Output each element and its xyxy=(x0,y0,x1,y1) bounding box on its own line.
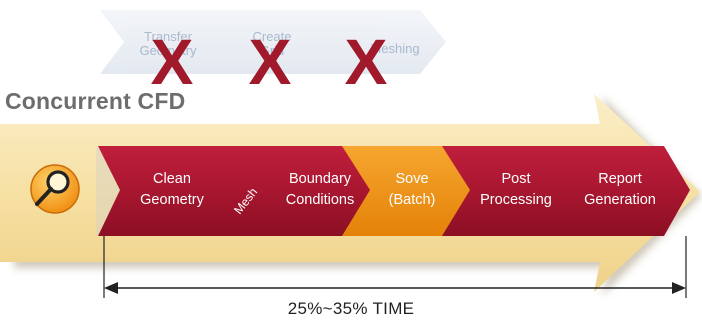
step-chevron-clean-geometry xyxy=(98,146,240,236)
step-label-post-processing: Post Processing xyxy=(480,171,552,208)
x-marker-3: X xyxy=(345,26,388,98)
time-span-indicator xyxy=(103,236,687,298)
step-label-report-generation: Report Generation xyxy=(584,171,656,208)
x-marker-2: X xyxy=(249,26,292,98)
x-marker-overlay-2: X xyxy=(249,26,292,98)
x-marker-1: X xyxy=(151,26,194,98)
time-span-label: 25%~35% TIME xyxy=(287,299,415,318)
step-label-clean-geometry: Clean Geometry xyxy=(140,171,204,208)
x-marker-overlay-3: X xyxy=(345,26,388,98)
top-step-label-2: Create Grid xyxy=(252,29,292,58)
top-step-label-3: Meshing xyxy=(370,41,420,56)
step-chevrons xyxy=(98,146,690,236)
step-chevron-solve-batch xyxy=(342,146,474,236)
magnifier-icon xyxy=(30,164,80,214)
diagram-title: Concurrent CFD xyxy=(5,88,186,114)
top-row-chevrons xyxy=(100,10,446,74)
x-marker-overlay: X X X xyxy=(151,26,388,98)
x-marker-overlay-1: X xyxy=(151,26,194,98)
top-chevron-3 xyxy=(318,10,446,74)
top-chevron-2 xyxy=(210,10,346,74)
step-chevron-boundary-conditions xyxy=(240,146,374,236)
step-chevron-post-processing xyxy=(442,146,574,236)
step-label-solve-batch: Sove (Batch) xyxy=(388,171,436,208)
top-step-label-1: Transfer Geometry xyxy=(139,29,197,58)
step-chevron-report-generation xyxy=(542,146,690,236)
top-chevron-1 xyxy=(100,10,238,74)
cancel-markers: X X X xyxy=(151,26,388,98)
step-label-boundary-conditions: Boundary Conditions xyxy=(285,171,355,208)
